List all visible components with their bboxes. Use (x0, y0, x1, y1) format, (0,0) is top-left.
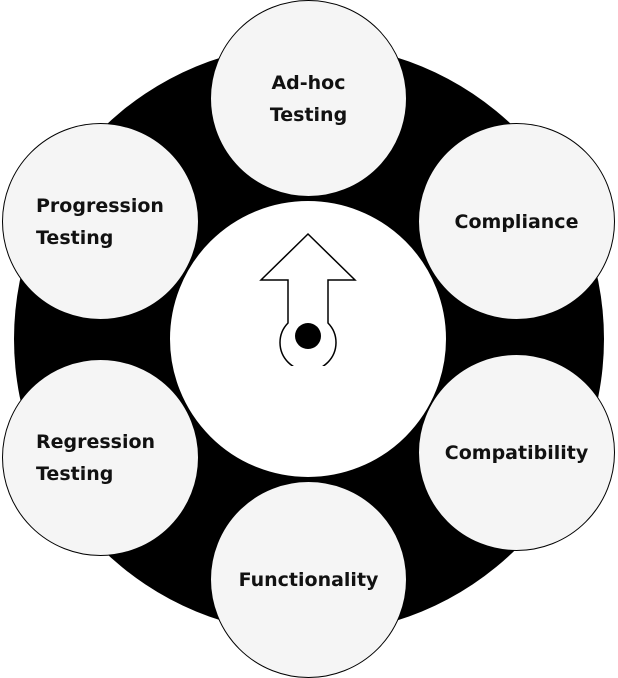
node-functionality: Functionality (210, 481, 407, 678)
node-progression-testing: Progression Testing (2, 123, 199, 320)
arrow-up-icon (259, 232, 357, 366)
node-label-functionality: Functionality (238, 568, 379, 591)
node-label-regression-testing: Regression Testing (36, 430, 156, 485)
node-adhoc-testing: Ad-hoc Testing (210, 0, 407, 197)
node-label-compatibility: Compatibility (444, 441, 589, 464)
node-compliance: Compliance (418, 123, 615, 320)
node-label-adhoc-testing: Ad-hoc Testing (269, 71, 348, 126)
node-compatibility: Compatibility (418, 354, 615, 551)
node-label-compliance: Compliance (454, 210, 579, 233)
node-regression-testing: Regression Testing (2, 359, 199, 556)
node-label-progression-testing: Progression Testing (36, 194, 164, 249)
